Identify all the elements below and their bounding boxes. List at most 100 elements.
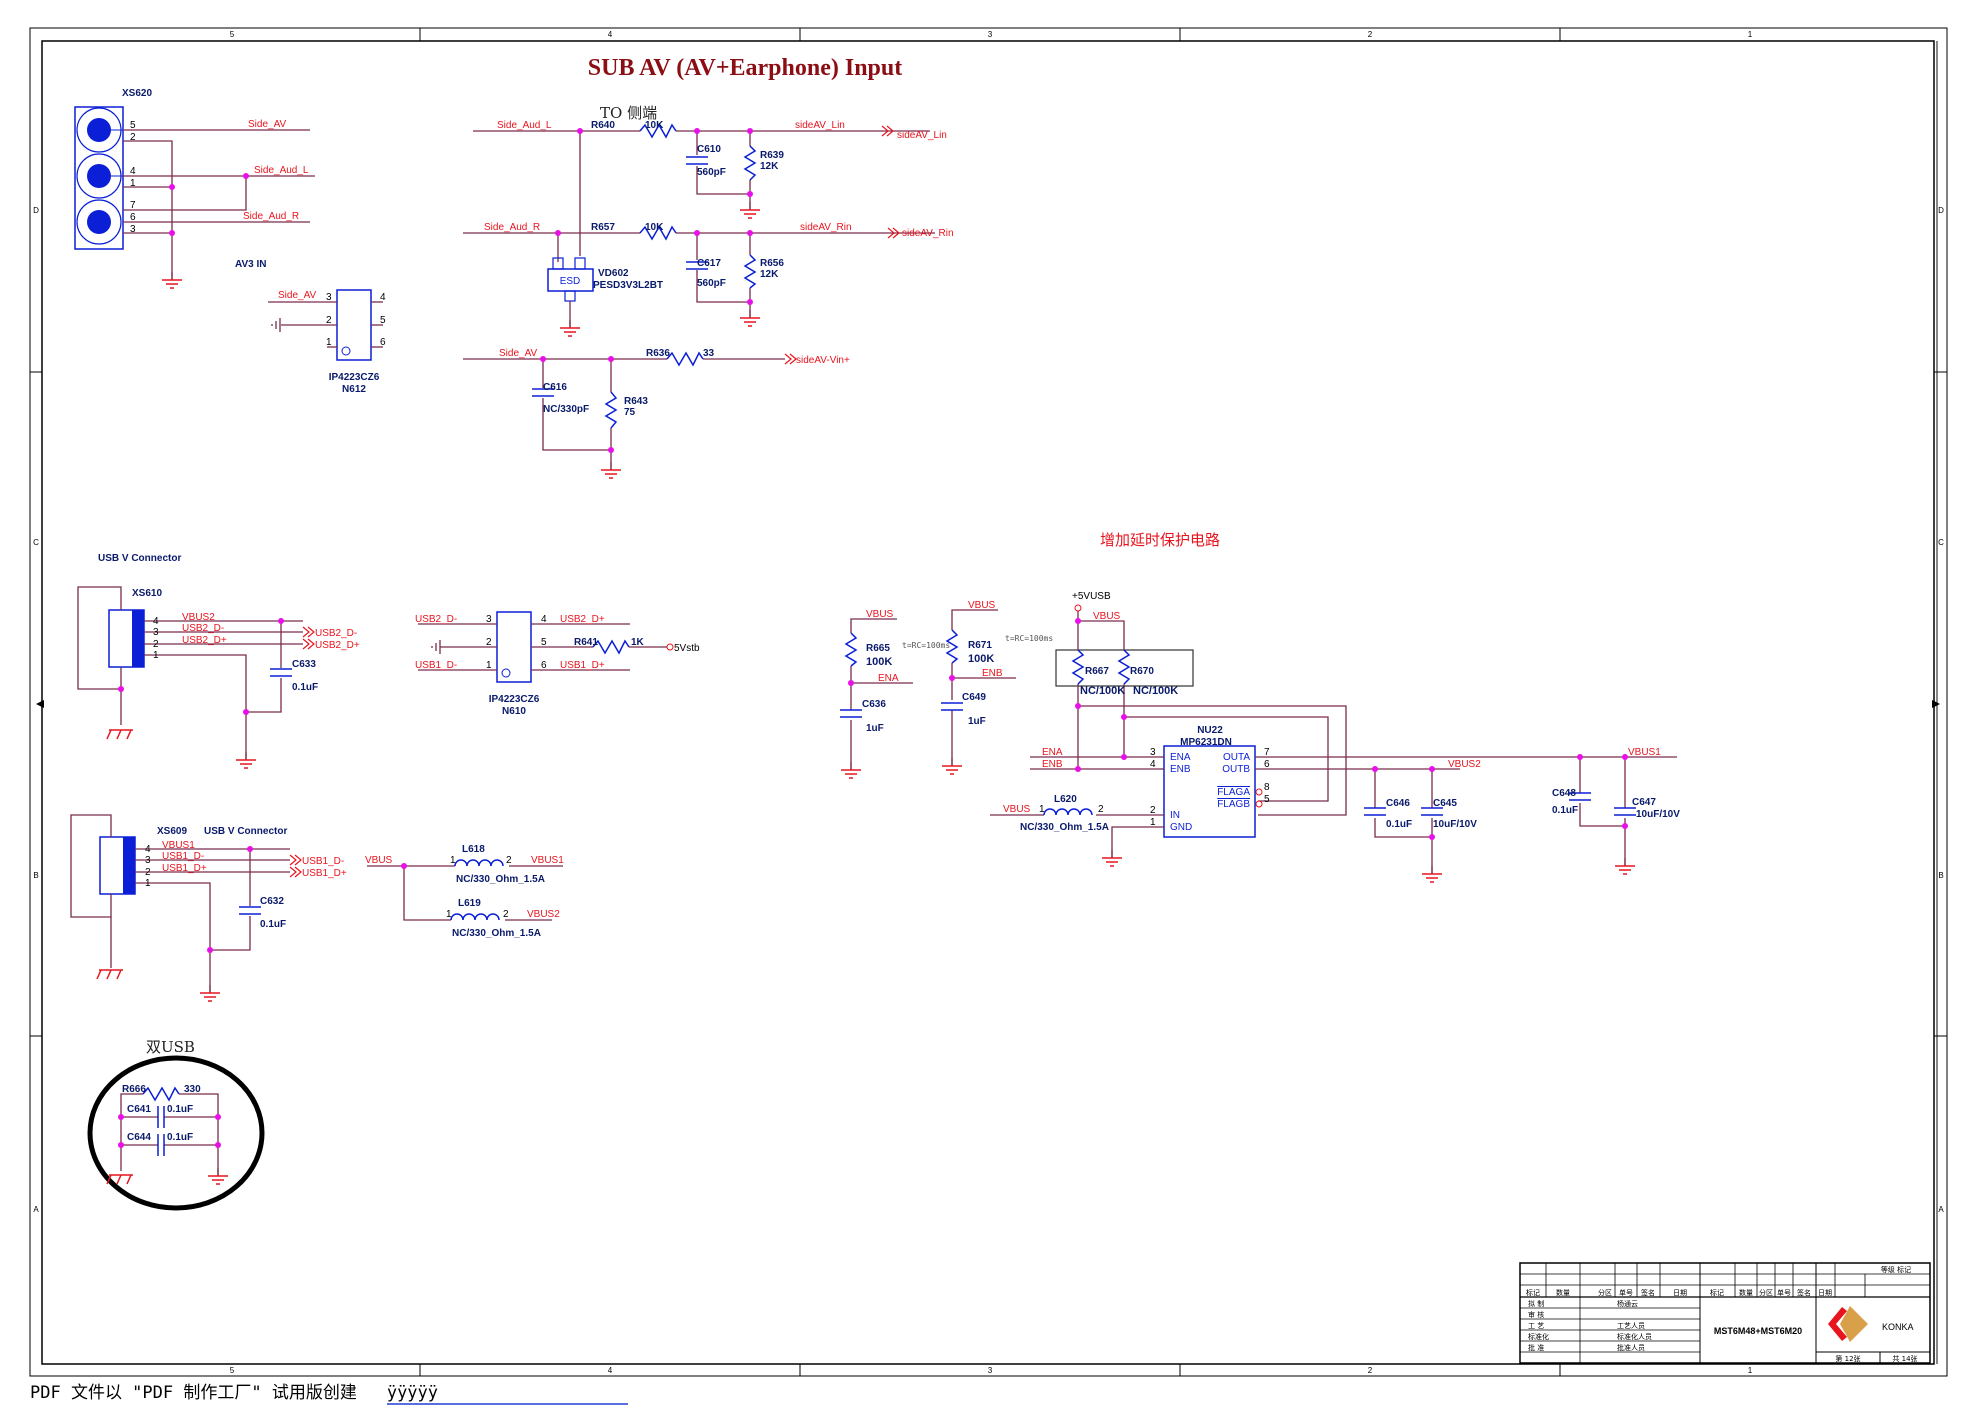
resistor-r667 <box>1071 649 1085 685</box>
zone-col-3: 3 <box>988 30 993 39</box>
connector-xs620[interactable] <box>74 106 124 250</box>
resistor-r641 <box>592 639 630 655</box>
tb-sheet-total: 共 14张 <box>1892 1354 1917 1363</box>
tb-hl-4: 签名 <box>1641 1288 1655 1297</box>
r636-ref: R636 <box>646 348 670 359</box>
nu22-pin-2: 2 <box>1150 805 1156 816</box>
av3-in-label: AV3 IN <box>235 259 267 270</box>
n612-ref: N612 <box>342 384 366 395</box>
svg-text:1: 1 <box>145 878 151 889</box>
l620-pin-1: 1 <box>1039 804 1045 815</box>
tb-role-2: 工 艺 <box>1528 1322 1544 1330</box>
ic-nu22-mp6231dn[interactable] <box>1163 745 1263 838</box>
nu22-pin-in: IN <box>1170 810 1180 821</box>
resistor-r640 <box>639 123 677 139</box>
nu22-pin-3: 3 <box>1150 747 1156 758</box>
net-vbus1-xs609: VBUS1 <box>162 840 195 851</box>
svg-text:4: 4 <box>145 844 151 855</box>
r665-value: 100K <box>866 656 892 668</box>
tb-person-2: 工艺人员 <box>1617 1322 1645 1330</box>
connector-xs610[interactable] <box>108 609 145 668</box>
offpage-arrows <box>881 125 900 239</box>
xs620-ref: XS620 <box>122 88 152 99</box>
port-usb1-dm: USB1_D- <box>302 856 344 867</box>
l619-ref: L619 <box>458 898 481 909</box>
svg-text:2: 2 <box>326 315 332 326</box>
net-side-aud-r: Side_Aud_R <box>243 211 299 222</box>
zone-row-b-right: B <box>1938 871 1943 880</box>
c644-ref: C644 <box>127 1132 151 1143</box>
r665-ref: R665 <box>866 643 890 654</box>
resistor-r639 <box>743 145 757 181</box>
l618-ref: L618 <box>462 844 485 855</box>
svg-text:3: 3 <box>326 292 332 303</box>
nu22-pin-flaga: FLAGA <box>1217 787 1250 798</box>
r657-value: 10K <box>645 222 664 233</box>
ic-n610[interactable] <box>496 611 532 683</box>
tb-hr-2: 分区 <box>1759 1288 1773 1297</box>
c632-ref: C632 <box>260 896 284 907</box>
tb-sheet-no: 第 12张 <box>1835 1354 1860 1363</box>
ground-symbol <box>161 271 183 289</box>
ic-n612[interactable] <box>336 289 372 361</box>
inductor-l620 <box>1043 808 1093 816</box>
l619-value: NC/330_Ohm_1.5A <box>452 928 541 939</box>
c647-ref: C647 <box>1632 797 1656 808</box>
n610-pin-3: 3 <box>486 614 492 625</box>
c633-ref: C633 <box>292 659 316 670</box>
zone-labels: 5 4 3 2 1 5 4 3 2 1 D C B A D C B A <box>33 30 1944 1375</box>
net-usb2-dm-xs610: USB2_D- <box>182 623 224 634</box>
tb-model: MST6M48+MST6M20 <box>1714 1326 1802 1336</box>
port-usb2-dp: USB2_D+ <box>315 640 360 651</box>
net-vbus2-xs610: VBUS2 <box>182 612 215 623</box>
net-vbus1-out: VBUS1 <box>1628 747 1661 758</box>
xs609-pins: 4 3 2 1 <box>145 844 151 889</box>
c636-ref: C636 <box>862 699 886 710</box>
zone-col-1: 1 <box>1748 30 1753 39</box>
zone-row-a: A <box>33 1205 39 1214</box>
net-side-aud-l-2: Side_Aud_L <box>497 120 552 131</box>
power-port-5vstb <box>666 643 674 651</box>
c636-value: 1uF <box>866 723 884 734</box>
l620-value: NC/330_Ohm_1.5A <box>1020 822 1109 833</box>
svg-text:7: 7 <box>130 200 136 211</box>
net-enb-r671: ENB <box>982 668 1003 679</box>
title-block <box>1519 1262 1931 1364</box>
delay-protection-annotation: 增加延时保护电路 <box>1100 531 1220 549</box>
usb-connector-label-1: USB V Connector <box>98 553 181 564</box>
drawing-frame <box>29 27 1948 1377</box>
zone-row-a-right: A <box>1938 1205 1944 1214</box>
svg-text:2: 2 <box>153 639 159 650</box>
net-vbus2-out: VBUS2 <box>1448 759 1481 770</box>
c610-ref: C610 <box>697 144 721 155</box>
net-vbus-l618: VBUS <box>365 855 393 866</box>
connector-xs609[interactable] <box>99 836 136 895</box>
n610-pin-6: 6 <box>541 660 547 671</box>
n612-part: IP4223CZ6 <box>329 372 380 383</box>
svg-text:1: 1 <box>326 337 332 348</box>
c610-value: 560pF <box>697 167 726 178</box>
watermark-link[interactable]: ÿÿÿÿÿ <box>386 1383 629 1405</box>
net-vbus1-l618: VBUS1 <box>531 855 564 866</box>
c617-ref: C617 <box>697 258 721 269</box>
l618-pin-2: 2 <box>506 855 512 866</box>
resistor-r671 <box>945 629 959 664</box>
tb-role-3: 标准化 <box>1528 1332 1549 1341</box>
nu22-pin-1: 1 <box>1150 817 1156 828</box>
net-enb-nu22: ENB <box>1042 759 1063 770</box>
zone-row-b: B <box>33 871 38 880</box>
power-port-5vusb <box>1074 604 1082 612</box>
r641-ref: R641 <box>574 637 598 648</box>
l619-pin-1: 1 <box>446 909 452 920</box>
vd602-body: ESD <box>560 276 581 287</box>
port-sideav-vin: sideAV-Vin+ <box>796 355 850 366</box>
r670-ref: R670 <box>1130 666 1154 677</box>
nu22-pin-7: 7 <box>1264 747 1270 758</box>
n610-ref: N610 <box>502 706 526 717</box>
net-ena-nu22: ENA <box>1042 747 1063 758</box>
nu22-pin-ena: ENA <box>1170 752 1191 763</box>
tb-hl-0: 标记 <box>1526 1288 1540 1297</box>
tb-person-4: 批准人员 <box>1617 1343 1645 1352</box>
